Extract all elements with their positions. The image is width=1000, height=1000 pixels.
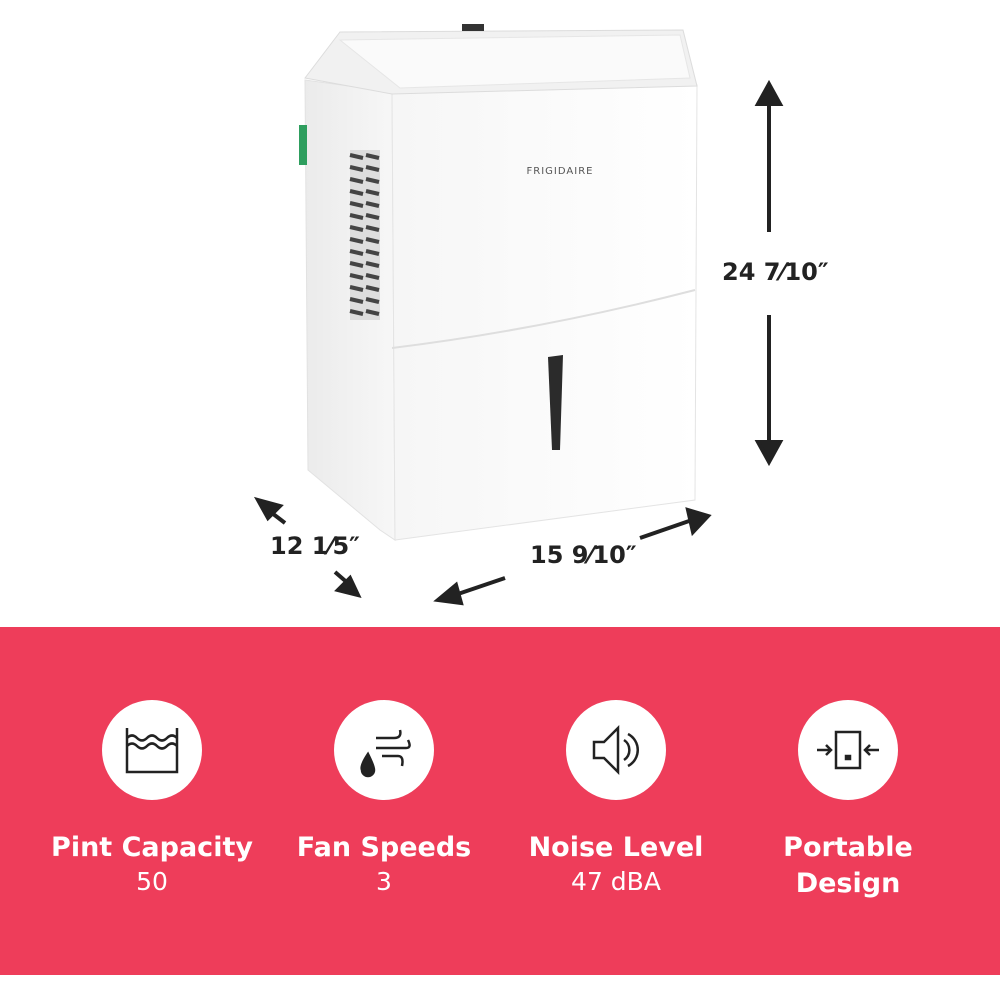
feature-noise-level: Noise Level 47 dBA — [496, 700, 736, 898]
grille-slat — [349, 273, 364, 280]
dehumidifier-product-image: FRIGIDAIRE — [253, 24, 784, 606]
grille-slat — [349, 237, 364, 244]
grille-slat — [365, 261, 380, 268]
grille-slat — [365, 273, 380, 280]
width-dimension-label: 15 9⁄10″ — [530, 541, 637, 569]
grille-slat — [349, 201, 364, 208]
grille-slat — [349, 261, 364, 268]
feature-value: 3 — [376, 867, 392, 896]
feature-title: Portable — [783, 832, 913, 863]
grille-slat — [365, 225, 380, 232]
feature-portable-design: Portable Design — [728, 700, 968, 902]
water-tank-icon — [125, 728, 179, 774]
grille-slat — [365, 201, 380, 208]
grille-slat — [349, 165, 364, 172]
feature-value: Design — [795, 868, 901, 899]
feature-title: Pint Capacity — [51, 832, 253, 863]
grille-slat — [349, 213, 364, 220]
grille-slat — [365, 153, 380, 160]
grille-slat — [349, 309, 364, 316]
feature-fan-speeds: Fan Speeds 3 — [264, 700, 504, 898]
grille-slat — [349, 153, 364, 160]
compact-arrows-icon — [817, 730, 879, 770]
grille-slat — [365, 249, 380, 256]
grille-slat — [349, 285, 364, 292]
height-dimension-label: 24 7⁄10″ — [722, 258, 829, 286]
grille-slat — [365, 297, 380, 304]
feature-value: 47 dBA — [571, 867, 661, 896]
grille-slat — [365, 237, 380, 244]
grille-slat — [365, 285, 380, 292]
grille-slat — [349, 249, 364, 256]
grille-slat — [349, 189, 364, 196]
grille-slat — [349, 225, 364, 232]
grille-slat — [365, 189, 380, 196]
grille-slat — [349, 297, 364, 304]
grille-slat — [349, 177, 364, 184]
fan-wind-droplet-icon — [360, 729, 411, 778]
grille-slat — [365, 165, 380, 172]
feature-pint-capacity: Pint Capacity 50 — [32, 700, 272, 898]
depth-dimension-label: 12 1⁄5″ — [270, 532, 360, 560]
feature-value: 50 — [136, 867, 168, 896]
feature-title: Fan Speeds — [296, 832, 472, 863]
grille-slat — [365, 177, 380, 184]
feature-title: Noise Level — [528, 832, 704, 863]
features-band — [0, 627, 1000, 975]
grille-slat — [365, 309, 380, 316]
speaker-volume-icon — [592, 724, 639, 776]
brand-logo: FRIGIDAIRE — [527, 166, 594, 177]
grille-slat — [365, 213, 380, 220]
